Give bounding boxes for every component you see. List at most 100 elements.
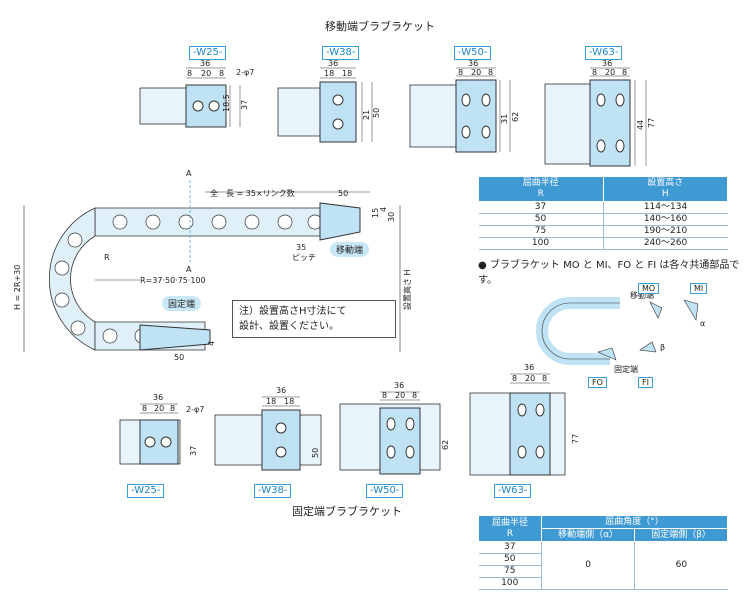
diagram-moving-label: 移動端 (630, 290, 654, 300)
w38-top-h2: 21 (362, 110, 371, 120)
w63-top-h3: 44 (636, 120, 645, 130)
bracket-w25-top (139, 67, 241, 128)
section-marker-top: A (186, 169, 192, 178)
bend-angle-table: 屈曲半径 R 屈曲角度（°） 移動端側（α） 固定端側（β） 37 0 60 5… (478, 515, 728, 590)
pitch-label: ピッチ (292, 253, 316, 262)
total-length: 全 長 = 35×リンク数 (210, 188, 295, 198)
chain-dim-30: 30 (387, 212, 396, 222)
w63-top-h4: 77 (647, 118, 656, 128)
w63-bot-p3: 8 (542, 374, 547, 383)
t1-h-0: 114～134 (603, 201, 728, 214)
chain-dim-15: 15 (371, 208, 380, 218)
w63-bot-h4: 77 (571, 434, 580, 444)
w63-bot-p1: 8 (512, 374, 517, 383)
chain-bottom-4: 4 (207, 341, 216, 346)
t1-r-0: 37 (478, 201, 604, 214)
top-section-title: 移動端ブラブラケット (325, 20, 435, 33)
w25-top-p1: 8 (187, 69, 192, 78)
w50-bot-h4: 62 (441, 440, 450, 450)
w38-top-h4: 50 (372, 108, 381, 118)
bracket-w63-top (544, 67, 647, 167)
tag-w38-top: -W38- (322, 46, 360, 60)
bracket-w63-bottom (469, 373, 566, 476)
w38-bot-width: 36 (276, 386, 286, 395)
t1-header-h: 設置高さ H (602, 176, 728, 202)
w38-top-width: 36 (328, 59, 338, 68)
w50-top-width: 36 (468, 59, 478, 68)
bracket-common-note: ● ブラブラケット MO と MI、FO と FI は各々共通部品です。 (478, 260, 740, 286)
t2-r-0: 37 (478, 541, 542, 554)
w25-top-hole: 2-φ7 (236, 68, 254, 77)
w50-bot-width: 36 (394, 381, 404, 390)
w25-top-p2: 20 (201, 69, 211, 78)
w38-top-p1: 18 (324, 69, 334, 78)
pitch-value: 35 (296, 243, 306, 252)
w50-top-p3: 8 (488, 68, 493, 77)
chain-bottom-50: 50 (174, 353, 184, 362)
label-fi: FI (638, 377, 653, 388)
bracket-w38-bottom (214, 396, 322, 471)
w50-bot-p2: 20 (395, 391, 405, 400)
t2-sub-moving: 移動端側（α） (540, 528, 636, 542)
section-marker-bottom: A (186, 265, 192, 274)
tag-w63-bottom: -W63- (494, 484, 532, 498)
w25-bot-width: 36 (153, 393, 163, 402)
t2-beta: 60 (634, 541, 728, 590)
w25-top-h3: 37 (240, 100, 249, 110)
diagram-fixed-label: 固定端 (614, 364, 638, 374)
install-height: 設置高さ H (402, 269, 412, 310)
chain-dim-50: 50 (338, 189, 348, 198)
w63-bot-width: 36 (524, 363, 534, 372)
w25-bot-hole: 2-φ7 (186, 405, 204, 414)
w50-top-h4: 62 (511, 112, 520, 122)
w25-top-width: 36 (200, 59, 210, 68)
w38-top-p2: 18 (342, 69, 352, 78)
w63-top-p1: 8 (592, 68, 597, 77)
t1-r-3: 100 (478, 237, 604, 250)
w63-top-p2: 20 (605, 68, 615, 77)
bracket-w25-bottom (119, 403, 181, 465)
t2-r-3: 100 (478, 577, 542, 590)
bracket-position-diagram (536, 297, 699, 365)
w25-top-p3: 8 (219, 69, 224, 78)
label-mi: MI (690, 283, 708, 294)
w50-top-p1: 8 (458, 68, 463, 77)
w63-top-width: 36 (602, 59, 612, 68)
tag-w63-top: -W63- (585, 46, 623, 60)
w38-bot-p2: 18 (284, 397, 294, 406)
label-fo: FO (588, 377, 607, 388)
bracket-w50-top (409, 67, 511, 153)
t1-r-2: 75 (478, 225, 604, 238)
bracket-w50-bottom (339, 391, 441, 475)
t2-r-2: 75 (478, 565, 542, 578)
t2-header-r: 屈曲半径 R (478, 515, 542, 542)
cable-chain (23, 180, 401, 352)
t2-r-1: 50 (478, 553, 542, 566)
diagram-beta: β (660, 343, 665, 352)
bracket-w38-top (277, 67, 373, 143)
tag-w25-top: -W25- (189, 46, 227, 60)
tag-w50-bottom: -W50- (366, 484, 404, 498)
w25-bot-h3: 37 (189, 446, 198, 456)
bottom-section-title: 固定端ブラブラケット (292, 505, 402, 518)
tag-w25-bottom: -W25- (127, 484, 165, 498)
fixed-end-label: 固定端 (162, 296, 202, 311)
w63-top-p3: 8 (622, 68, 627, 77)
diagram-alpha: α (700, 319, 705, 328)
w38-bot-h4: 50 (311, 448, 320, 458)
w63-bot-p2: 20 (525, 374, 535, 383)
w38-bot-p1: 18 (266, 397, 276, 406)
label-mo: MO (638, 283, 660, 294)
w25-bot-p3: 8 (170, 404, 175, 413)
w50-bot-p1: 8 (382, 391, 387, 400)
t1-h-2: 190～210 (603, 225, 728, 238)
height-formula: H = 2R+30 (13, 265, 22, 310)
t2-header-angle: 屈曲角度（°） (541, 515, 728, 529)
t1-h-1: 140～160 (603, 213, 728, 226)
w25-bot-p2: 20 (154, 404, 164, 413)
w50-bot-p3: 8 (412, 391, 417, 400)
w25-top-h1: 18.5 (222, 94, 231, 112)
w50-top-h3: 31 (500, 114, 509, 124)
t1-r-1: 50 (478, 213, 604, 226)
